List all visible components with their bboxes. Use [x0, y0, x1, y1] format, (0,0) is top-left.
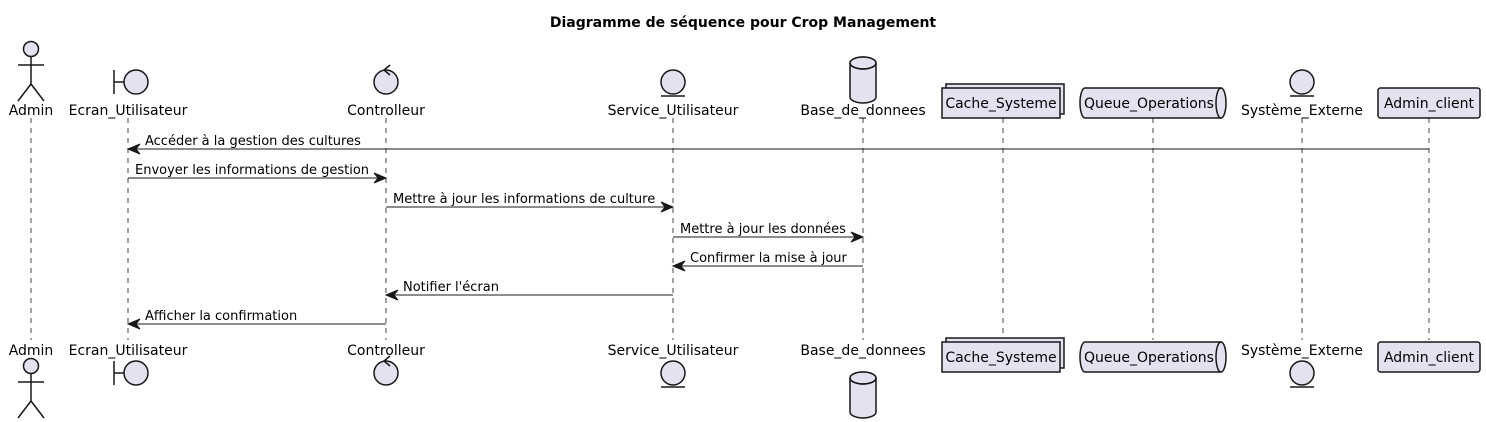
participant-label-top: Ecran_Utilisateur [69, 103, 188, 119]
arrow-head-icon [126, 318, 141, 330]
participant-label-top: Service_Utilisateur [608, 103, 739, 119]
participant-label-top: Admin_client [1384, 96, 1475, 112]
externe-entity-top [1289, 69, 1315, 97]
message-5: Confirmer la mise à jour [671, 251, 863, 272]
base-database-top [849, 56, 877, 104]
message-label: Notifier l'écran [403, 280, 499, 295]
ecran-boundary-top [113, 69, 149, 95]
diagram-title: Diagramme de séquence pour Crop Manageme… [550, 15, 937, 31]
queue-queue-top: Queue_Operations [1079, 87, 1227, 119]
externe-entity-bottom [1289, 360, 1315, 388]
controlleur-control-top [373, 64, 399, 95]
participant-label-top: Queue_Operations [1084, 96, 1214, 112]
message-4: Mettre à jour les données [673, 222, 865, 243]
participant-label-bottom: Service_Utilisateur [608, 343, 739, 359]
message-label: Mettre à jour les données [680, 222, 846, 237]
arrow-head-icon [126, 143, 141, 155]
participant-label-bottom: Admin_client [1384, 350, 1475, 366]
participant-label-top: Controlleur [347, 103, 425, 119]
arrow-head-icon [384, 289, 399, 301]
adminclient-participant-bottom: Admin_client [1377, 341, 1481, 373]
participant-label-top: Cache_Systeme [945, 96, 1056, 112]
message-2: Envoyer les informations de gestion [128, 163, 388, 184]
message-label: Accéder à la gestion des cultures [145, 134, 361, 149]
message-label: Afficher la confirmation [145, 309, 297, 324]
participant-label-bottom: Cache_Systeme [945, 350, 1056, 366]
message-7: Afficher la confirmation [126, 309, 386, 330]
service-entity-bottom [660, 360, 686, 388]
message-label: Confirmer la mise à jour [690, 251, 848, 266]
message-label: Envoyer les informations de gestion [135, 163, 369, 178]
message-1: Accéder à la gestion des cultures [126, 134, 1429, 155]
message-3: Mettre à jour les informations de cultur… [386, 192, 675, 213]
participant-label-bottom: Controlleur [347, 343, 425, 359]
participant-label-bottom: Queue_Operations [1084, 350, 1214, 366]
service-entity-top [660, 69, 686, 97]
participant-label-top: Base_de_donnees [800, 103, 925, 119]
cache-collections-bottom: Cache_Systeme [941, 337, 1065, 373]
ecran-boundary-bottom [113, 360, 149, 386]
queue-queue-bottom: Queue_Operations [1079, 341, 1227, 373]
arrow-head-icon [660, 201, 675, 213]
arrow-head-icon [373, 172, 388, 184]
adminclient-participant-top: Admin_client [1377, 87, 1481, 119]
message-6: Notifier l'écran [384, 280, 673, 301]
participant-label-bottom: Base_de_donnees [800, 343, 925, 359]
participant-label-top: Système_Externe [1241, 103, 1363, 119]
participant-label-bottom: Ecran_Utilisateur [69, 343, 188, 359]
admin-actor-top [17, 40, 45, 102]
message-label: Mettre à jour les informations de cultur… [393, 192, 655, 207]
cache-collections-top: Cache_Systeme [941, 83, 1065, 119]
controlleur-control-bottom [373, 355, 399, 386]
arrow-head-icon [850, 231, 865, 243]
admin-actor-bottom [17, 357, 45, 419]
base-database-bottom [849, 371, 877, 419]
participant-label-bottom: Admin [9, 343, 54, 359]
participant-label-bottom: Système_Externe [1241, 343, 1363, 359]
arrow-head-icon [671, 260, 686, 272]
participant-label-top: Admin [9, 103, 54, 119]
